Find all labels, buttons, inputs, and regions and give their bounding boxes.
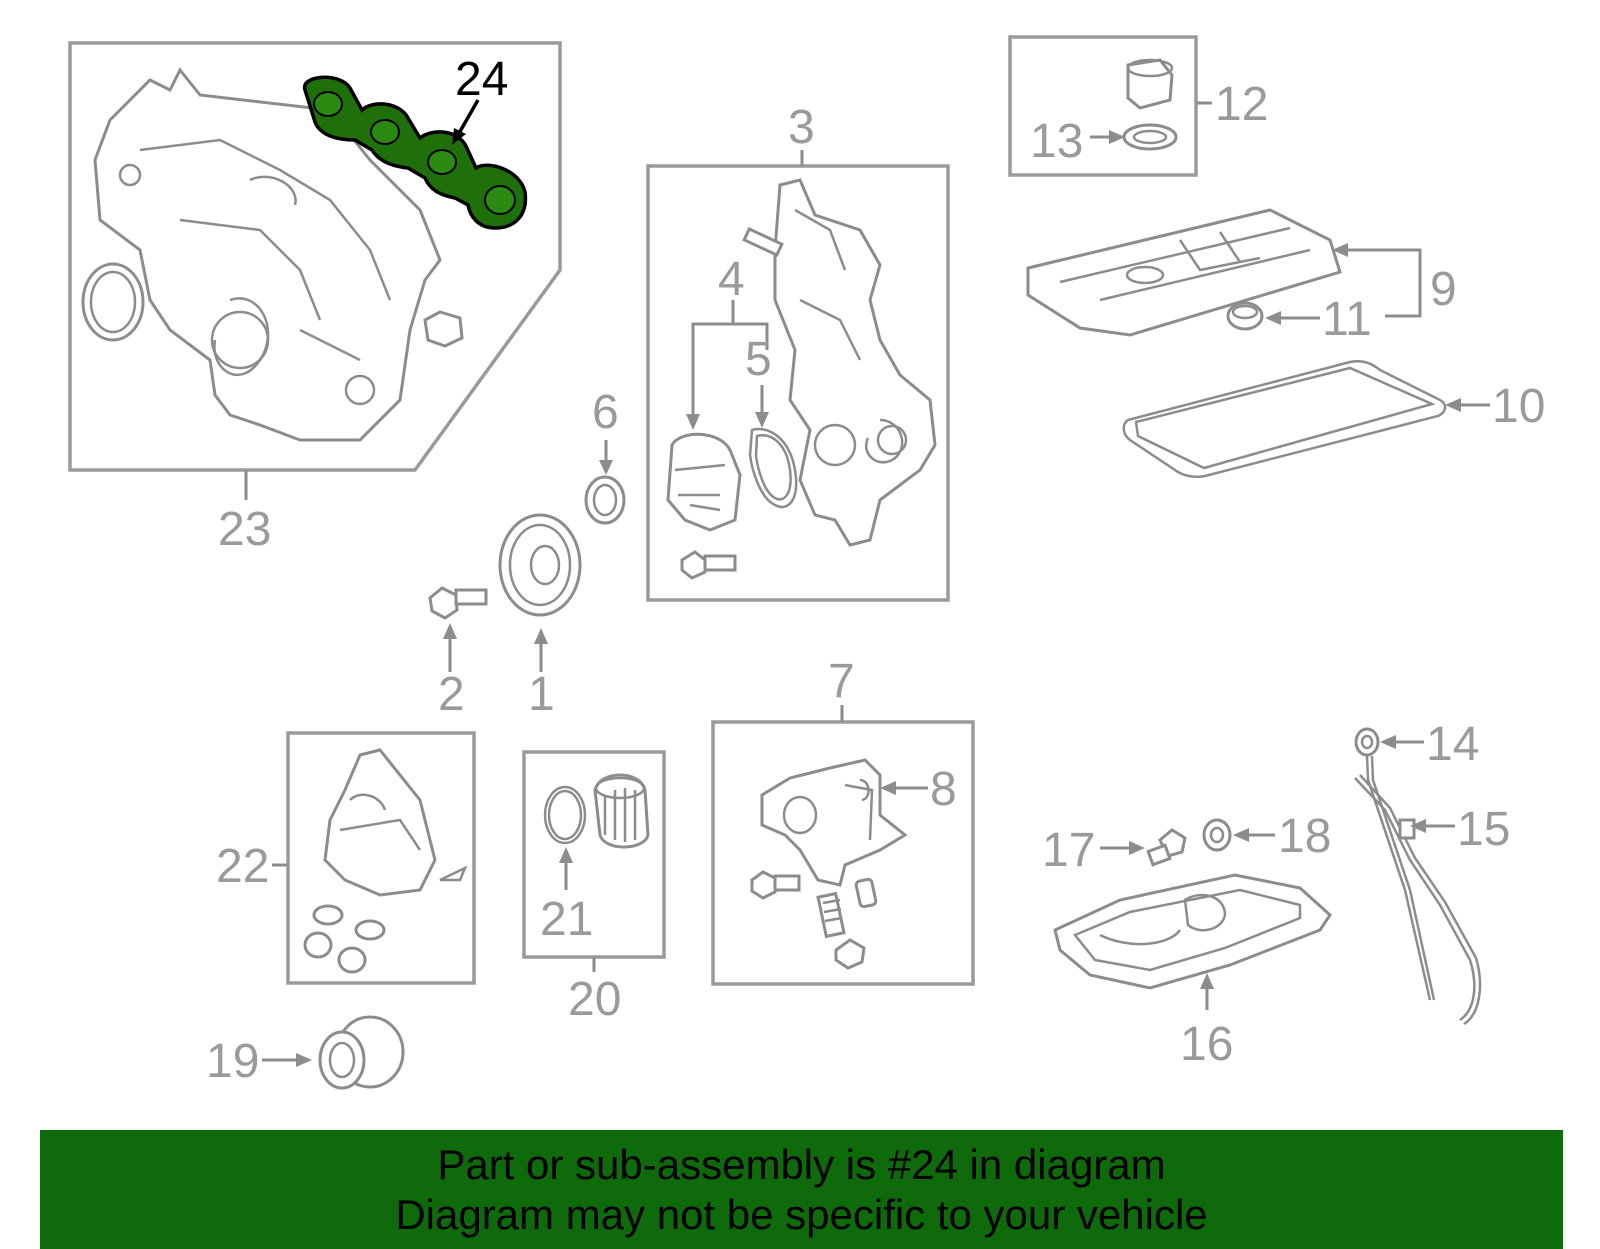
part-22-o-rings[interactable]: [303, 904, 386, 974]
part-17-drain-plug[interactable]: [1146, 828, 1187, 867]
part-23-rear-seal[interactable]: [81, 262, 145, 342]
leader-16: [1200, 973, 1214, 1010]
part-7-spring[interactable]: [816, 891, 846, 939]
label-15: 15: [1457, 803, 1510, 856]
leader-18: [1233, 828, 1275, 842]
part-7-plug[interactable]: [834, 938, 866, 970]
part-3-bolt[interactable]: [680, 550, 737, 580]
label-2: 2: [438, 668, 465, 721]
leader-13: [1090, 130, 1125, 144]
label-14: 14: [1426, 718, 1479, 771]
leader-10: [1445, 398, 1490, 412]
leader-21: [559, 847, 573, 890]
part-14-dipstick[interactable]: [1354, 727, 1436, 1001]
part-18-drain-plug-gasket[interactable]: [1202, 818, 1232, 852]
part-3-dowel-pin[interactable]: [742, 226, 784, 258]
label-19: 19: [206, 1035, 259, 1088]
label-1: 1: [528, 668, 555, 721]
leader-1: [534, 628, 548, 672]
part-19-oil-filter-cap[interactable]: [318, 1015, 405, 1090]
part-21-filter-o-ring[interactable]: [543, 785, 587, 845]
part-13-cap-gasket[interactable]: [1122, 123, 1178, 151]
leader-11: [1265, 311, 1320, 325]
part-11-valve-cover-grommet[interactable]: [1226, 301, 1264, 331]
part-24-intake-manifold-gasket[interactable]: [303, 75, 528, 230]
label-22: 22: [216, 840, 269, 893]
label-10: 10: [1492, 380, 1545, 433]
leader-19: [262, 1053, 312, 1067]
leader-17: [1100, 841, 1145, 855]
label-13: 13: [1030, 115, 1083, 168]
part-12-oil-filler-cap[interactable]: [1126, 58, 1174, 110]
label-6: 6: [592, 386, 619, 439]
part-5-water-pump-gasket[interactable]: [748, 427, 798, 508]
label-16: 16: [1180, 1018, 1233, 1071]
part-22-filter-housing[interactable]: [323, 748, 468, 897]
part-3-timing-cover[interactable]: [773, 178, 937, 547]
part-6-front-seal[interactable]: [584, 475, 626, 525]
footer-line-disclaimer: Diagram may not be specific to your vehi…: [395, 1191, 1208, 1238]
leader-2: [443, 623, 457, 672]
box-12-oil-filler-cap: [1008, 35, 1198, 177]
footer-line-part-info: Part or sub-assembly is #24 in diagram: [437, 1141, 1166, 1188]
label-7: 7: [828, 655, 855, 708]
leader-24: [452, 99, 480, 145]
label-17: 17: [1042, 824, 1095, 877]
box-23-engine-assembly: [68, 41, 562, 472]
part-23-engine-block[interactable]: [93, 67, 442, 442]
leader-8: [880, 781, 928, 795]
leader-9: [1332, 243, 1422, 318]
label-20: 20: [568, 973, 621, 1026]
part-7-oil-pump-body[interactable]: [760, 758, 908, 887]
part-20-filter-element[interactable]: [593, 773, 650, 849]
label-23: 23: [218, 503, 271, 556]
exploded-parts-diagram: 23 24 3 4: [68, 35, 1545, 1090]
part-15-dipstick-tube[interactable]: [1354, 774, 1482, 1026]
box-22-oil-filter-housing: [286, 731, 476, 985]
part-2-pulley-bolt[interactable]: [428, 586, 488, 620]
leader-6: [599, 440, 613, 475]
part-1-crankshaft-pulley[interactable]: [498, 513, 582, 617]
leader-14: [1380, 735, 1424, 749]
part-16-oil-pan[interactable]: [1053, 873, 1332, 990]
label-4: 4: [718, 253, 745, 306]
part-7-plunger[interactable]: [854, 877, 878, 909]
label-3: 3: [788, 101, 815, 154]
part-7-bolt[interactable]: [750, 870, 801, 900]
label-5: 5: [745, 333, 772, 386]
label-24: 24: [455, 53, 508, 106]
label-8: 8: [930, 763, 957, 816]
label-12: 12: [1215, 78, 1268, 131]
leader-4: [686, 300, 769, 430]
part-23-small-sensor[interactable]: [423, 310, 464, 348]
label-18: 18: [1278, 810, 1331, 863]
label-9: 9: [1430, 263, 1457, 316]
label-21: 21: [540, 893, 593, 946]
leader-15: [1410, 819, 1455, 833]
box-3-timing-cover: [646, 164, 950, 602]
footer-banner: Part or sub-assembly is #24 in diagram D…: [40, 1130, 1563, 1249]
label-11: 11: [1322, 293, 1372, 346]
part-9-valve-cover[interactable]: [1026, 208, 1342, 337]
leader-5: [755, 385, 769, 428]
part-4-water-pump[interactable]: [666, 432, 742, 532]
part-10-valve-cover-gasket[interactable]: [1122, 360, 1447, 479]
